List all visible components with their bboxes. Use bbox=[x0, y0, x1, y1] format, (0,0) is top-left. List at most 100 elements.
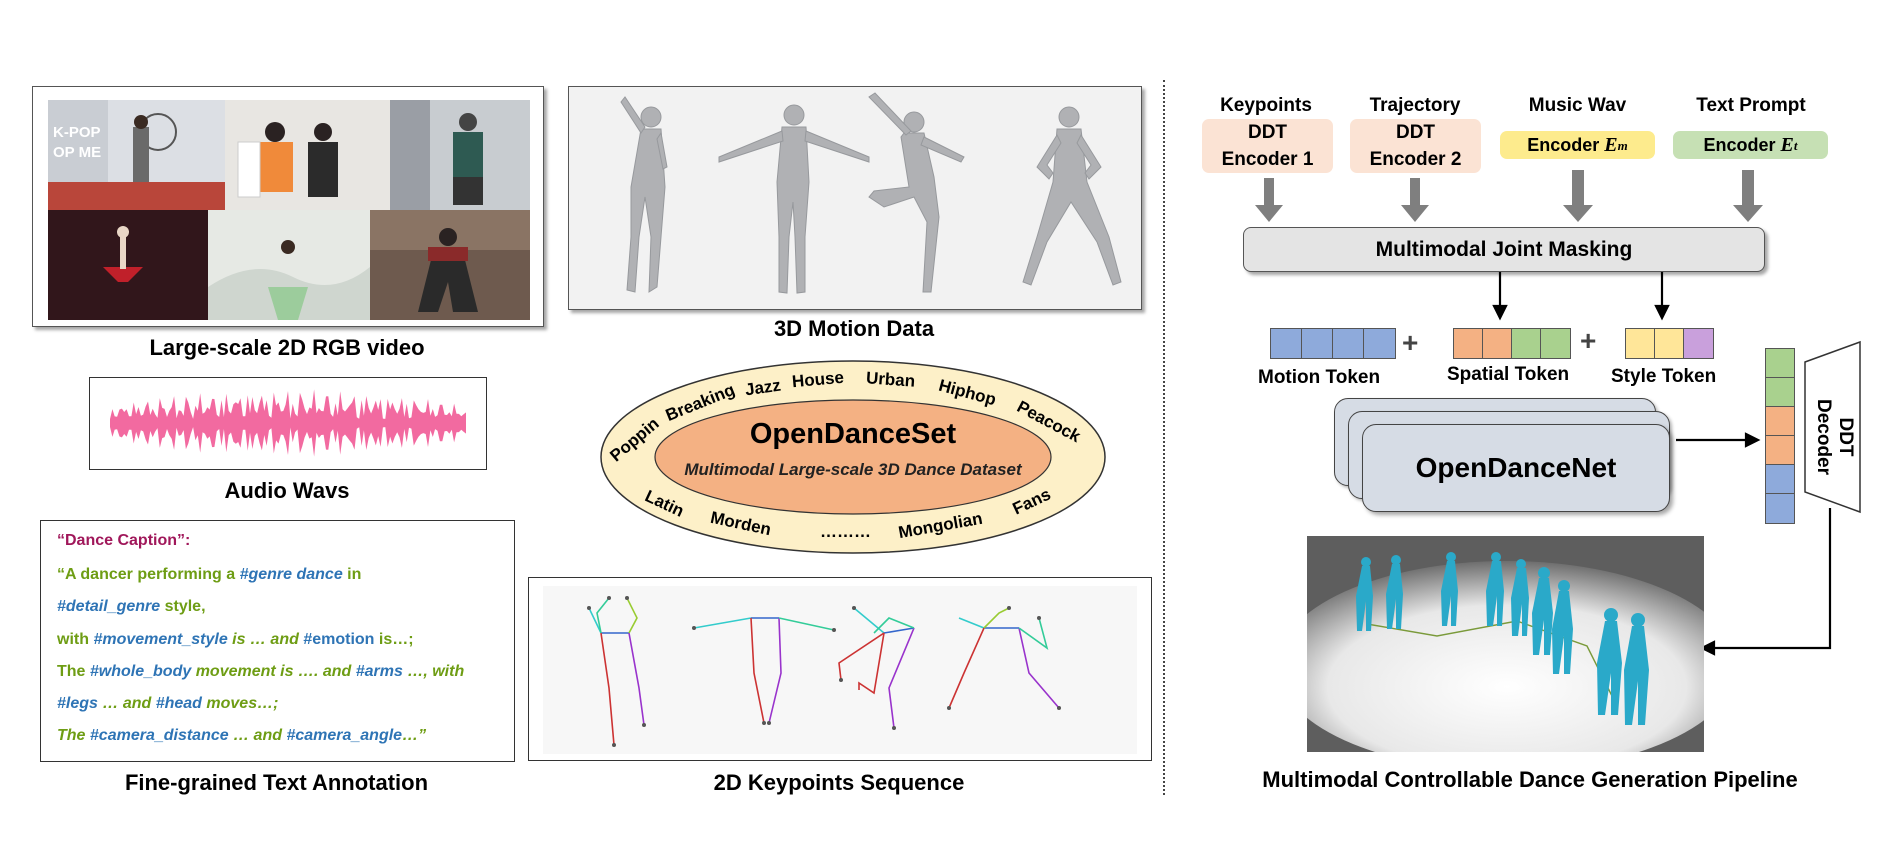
spatial-token-cell bbox=[1482, 328, 1513, 359]
ddt-decoder-label: DDT Decoder bbox=[1813, 398, 1856, 476]
caption-line-2: #detail_genre style, bbox=[57, 598, 206, 616]
opendancenet-box: OpenDanceNet bbox=[1362, 424, 1670, 512]
genre-latin: Latin bbox=[642, 486, 687, 521]
caption-line-5: #legs … and #head moves…; bbox=[57, 695, 278, 713]
genre-jazz: Jazz bbox=[743, 375, 782, 400]
tag-arms: #arms bbox=[355, 663, 403, 680]
genre-mongolian: Mongolian bbox=[896, 508, 984, 543]
dance-caption-title: “Dance Caption”: bbox=[57, 532, 191, 549]
down-arrow-icon bbox=[1733, 170, 1763, 222]
caption-line-4: The #whole_body movement is …. and #arms… bbox=[57, 663, 464, 681]
text-caption: Fine-grained Text Annotation bbox=[124, 770, 429, 795]
caption-text: in bbox=[342, 566, 362, 583]
text-encoder-symbol: E bbox=[1780, 133, 1794, 156]
plus-sign-1: + bbox=[1402, 327, 1419, 358]
video-panel: K-POP OP ME bbox=[32, 86, 544, 327]
caption-text: The bbox=[57, 727, 90, 744]
output-token-cell bbox=[1765, 406, 1795, 437]
caption-text: The bbox=[57, 663, 90, 680]
section-divider bbox=[1163, 80, 1165, 795]
dance-render-image bbox=[1307, 536, 1704, 752]
encoder-title-trajectory: Trajectory bbox=[1369, 95, 1461, 116]
caption-text: dance bbox=[292, 566, 343, 583]
style-token-cell bbox=[1683, 328, 1714, 359]
caption-line-6: The #camera_distance … and #camera_angle… bbox=[57, 727, 426, 745]
tag-whole-body: #whole_body bbox=[89, 663, 192, 680]
caption-text: style, bbox=[160, 598, 206, 615]
encoder-1-line2: Encoder 1 bbox=[1221, 149, 1314, 170]
keypoints-panel bbox=[528, 577, 1152, 761]
audio-panel bbox=[89, 377, 487, 470]
genre-urban: Urban bbox=[865, 368, 916, 391]
tag-detail-genre: #detail_genre bbox=[57, 598, 161, 615]
motion-caption: 3D Motion Data bbox=[773, 316, 935, 341]
caption-text: moves…; bbox=[201, 695, 279, 712]
encoder-2-box: DDT Encoder 2 bbox=[1350, 119, 1481, 173]
dataset-subtitle: Multimodal Large-scale 3D Dance Dataset bbox=[684, 460, 1022, 479]
genre-ellipsis: ……… bbox=[820, 522, 871, 541]
keypoints-caption: 2D Keypoints Sequence bbox=[713, 770, 965, 795]
down-arrow-icon bbox=[1563, 170, 1593, 222]
video-overlay-text: K-POP bbox=[53, 124, 101, 141]
caption-text: …, with bbox=[402, 663, 465, 680]
multimodal-joint-masking-box: Multimodal Joint Masking bbox=[1243, 227, 1765, 272]
audio-caption: Audio Wavs bbox=[224, 478, 350, 503]
masking-label: Multimodal Joint Masking bbox=[1375, 237, 1633, 261]
motion-token-cell bbox=[1301, 328, 1334, 359]
tag-emotion: #emotion bbox=[303, 631, 375, 648]
caption-text: is … and bbox=[227, 631, 304, 648]
spatial-token-cell bbox=[1540, 328, 1571, 359]
genre-morden: Morden bbox=[708, 507, 773, 540]
music-encoder-subscript: m bbox=[1617, 137, 1628, 153]
plus-sign-2: + bbox=[1580, 325, 1597, 356]
music-encoder-label: Encoder bbox=[1527, 134, 1600, 155]
spatial-token-cell bbox=[1511, 328, 1542, 359]
caption-text: …” bbox=[402, 727, 427, 744]
motion-figures bbox=[620, 92, 1122, 294]
dance-render-scene bbox=[1307, 536, 1704, 752]
text-encoder-label: Encoder bbox=[1703, 134, 1776, 155]
encoder-1-line1: DDT bbox=[1247, 122, 1288, 143]
output-token-cell bbox=[1765, 464, 1795, 495]
audio-waveform bbox=[110, 389, 466, 457]
motion-token-label: Motion Token bbox=[1258, 367, 1381, 388]
encoder-1-box: DDT Encoder 1 bbox=[1202, 119, 1333, 173]
caption-text: … and bbox=[228, 727, 287, 744]
music-encoder-symbol: E bbox=[1604, 133, 1618, 156]
keypoint-skeletons bbox=[543, 586, 1137, 754]
tag-head: #head bbox=[155, 695, 202, 712]
genre-fans: Fans bbox=[1009, 484, 1054, 519]
motion-token-cell bbox=[1332, 328, 1365, 359]
encoder-title-keypoints: Keypoints bbox=[1220, 95, 1312, 116]
output-token-cell bbox=[1765, 493, 1795, 524]
text-encoder-subscript: t bbox=[1793, 137, 1798, 153]
tag-camera-angle: #camera_angle bbox=[286, 727, 403, 744]
text-annotation-panel bbox=[40, 520, 515, 762]
down-arrow-icon bbox=[1255, 178, 1283, 222]
genre-house: House bbox=[791, 367, 845, 392]
caption-text: is…; bbox=[374, 631, 414, 648]
style-token-cell bbox=[1654, 328, 1685, 359]
style-token-label: Style Token bbox=[1611, 366, 1717, 387]
motion-token-cell bbox=[1270, 328, 1303, 359]
caption-text: “A dancer performing a bbox=[57, 566, 240, 583]
spatial-token-label: Spatial Token bbox=[1447, 364, 1570, 385]
pipeline-caption: Multimodal Controllable Dance Generation… bbox=[1262, 767, 1798, 792]
tag-genre: #genre bbox=[239, 566, 293, 583]
output-token-cell bbox=[1765, 435, 1795, 466]
caption-text: with bbox=[57, 631, 94, 648]
down-arrow-icon bbox=[1401, 178, 1429, 222]
caption-line-1: “A dancer performing a #genre dance in bbox=[57, 566, 361, 584]
encoder-2-line2: Encoder 2 bbox=[1369, 149, 1462, 170]
encoder-2-line1: DDT bbox=[1395, 122, 1436, 143]
video-thumbnails: K-POP OP ME bbox=[48, 100, 530, 320]
tag-camera-distance: #camera_distance bbox=[89, 727, 229, 744]
caption-text: movement is …. and bbox=[191, 663, 356, 680]
encoder-title-music: Music Wav bbox=[1528, 95, 1627, 116]
caption-text: … and bbox=[97, 695, 156, 712]
encoder-title-text: Text Prompt bbox=[1696, 95, 1806, 116]
video-caption: Large-scale 2D RGB video bbox=[149, 335, 425, 360]
opendancenet-label: OpenDanceNet bbox=[1415, 452, 1617, 483]
output-token-cell bbox=[1765, 377, 1795, 408]
